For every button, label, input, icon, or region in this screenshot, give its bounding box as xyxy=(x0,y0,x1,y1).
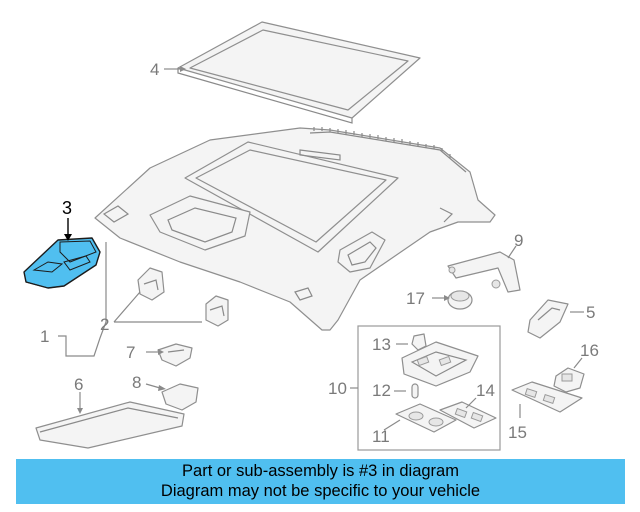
callout-3-highlighted: 3 xyxy=(62,198,72,218)
leader-1 xyxy=(58,242,107,357)
part-14-lens xyxy=(439,401,497,429)
part-8-cover xyxy=(161,383,199,411)
callout-11: 11 xyxy=(372,427,390,446)
callout-7: 7 xyxy=(126,343,135,362)
part-16-switch xyxy=(553,367,585,393)
part-9-grab-handle xyxy=(447,251,521,293)
callout-10: 10 xyxy=(328,379,347,398)
leader-14 xyxy=(465,397,477,409)
part-7-hook xyxy=(157,343,193,367)
leader-11 xyxy=(383,419,401,431)
callout-5: 5 xyxy=(586,303,595,322)
callout-1: 1 xyxy=(40,327,49,346)
part-3-overhead-console xyxy=(23,237,101,289)
part-4-sunroof-seal xyxy=(177,21,421,124)
lamp-housing xyxy=(401,341,479,387)
banner-line-2: Diagram may not be specific to your vehi… xyxy=(160,482,481,500)
callout-2: 2 xyxy=(100,315,109,334)
leader-2 xyxy=(113,291,202,323)
callout-15: 15 xyxy=(508,423,527,442)
callout-13: 13 xyxy=(372,335,391,354)
callout-16: 16 xyxy=(580,341,599,360)
leader-9 xyxy=(507,245,517,259)
parts-diagram: 4 3 1 2 7 8 6 9 17 5 13 10 12 14 11 15 1… xyxy=(23,21,599,451)
part-1-headliner xyxy=(94,127,496,331)
callout-17: 17 xyxy=(406,289,425,308)
info-banner: Part or sub-assembly is #3 in diagram Di… xyxy=(16,459,625,504)
part-6-sun-visor xyxy=(35,401,185,449)
leader-8 xyxy=(145,383,161,389)
callout-6: 6 xyxy=(74,375,83,394)
callout-4: 4 xyxy=(150,60,159,79)
part-11-lens xyxy=(395,403,457,433)
part-12-bulb xyxy=(411,383,419,399)
callout-14: 14 xyxy=(476,381,495,400)
banner-line-1: Part or sub-assembly is #3 in diagram xyxy=(182,462,459,480)
leader-16 xyxy=(573,357,583,369)
callout-8: 8 xyxy=(132,373,141,392)
arrow-6 xyxy=(77,408,83,414)
arrow-7 xyxy=(158,349,164,355)
arrow-17 xyxy=(444,295,450,301)
part-5-bracket xyxy=(527,299,569,339)
part-2-clips xyxy=(137,267,229,327)
arrow-3 xyxy=(64,234,72,241)
arrow-4 xyxy=(180,66,186,72)
callout-9: 9 xyxy=(514,231,523,250)
part-15-switch-panel xyxy=(511,381,583,413)
arrow-8 xyxy=(158,385,166,391)
callout-12: 12 xyxy=(372,381,391,400)
part-17-button xyxy=(447,290,473,310)
